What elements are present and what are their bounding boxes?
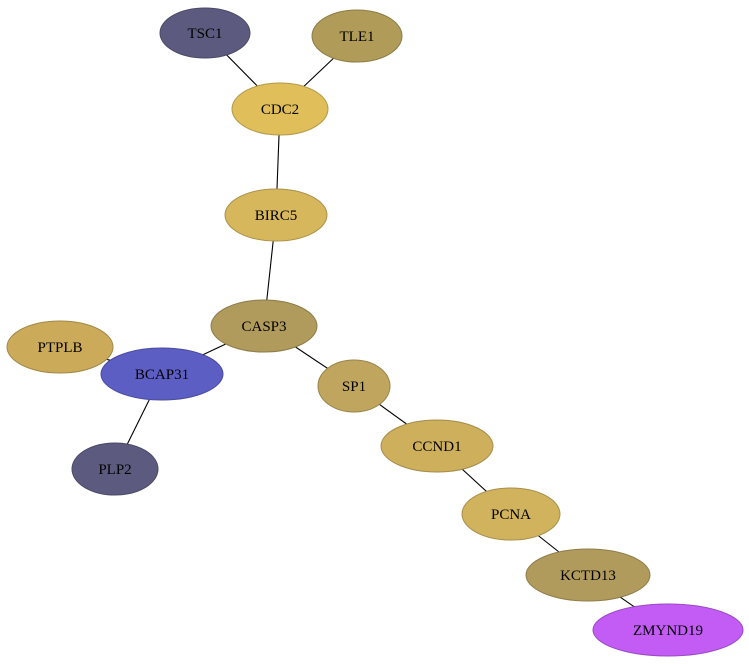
node-tle1[interactable]: TLE1 — [311, 9, 403, 63]
node-shape — [311, 9, 403, 63]
node-label: CCND1 — [412, 439, 461, 455]
node-sp1[interactable]: SP1 — [317, 359, 391, 413]
node-label: BCAP31 — [135, 367, 189, 383]
node-casp3[interactable]: CASP3 — [210, 299, 318, 353]
node-bcap31[interactable]: BCAP31 — [100, 347, 224, 401]
node-label: SP1 — [342, 379, 366, 395]
node-pcna[interactable]: PCNA — [461, 487, 561, 541]
node-label: ZMYND19 — [633, 623, 703, 639]
node-shape — [231, 82, 329, 136]
node-kctd13[interactable]: KCTD13 — [525, 548, 651, 602]
node-label: TLE1 — [340, 29, 375, 45]
node-ptplb[interactable]: PTPLB — [6, 320, 114, 374]
node-shape — [592, 603, 744, 657]
node-shape — [210, 299, 318, 353]
node-plp2[interactable]: PLP2 — [71, 442, 159, 496]
node-label: CASP3 — [241, 319, 286, 335]
node-shape — [6, 320, 114, 374]
node-label: BIRC5 — [255, 208, 298, 224]
node-shape — [159, 7, 251, 59]
node-label: PLP2 — [98, 462, 131, 478]
edges-layer — [59, 32, 669, 631]
node-label: TSC1 — [187, 26, 222, 42]
node-shape — [317, 359, 391, 413]
node-label: CDC2 — [261, 102, 299, 118]
node-shape — [100, 347, 224, 401]
node-label: KCTD13 — [560, 568, 616, 584]
node-zmynd19[interactable]: ZMYND19 — [592, 603, 744, 657]
node-shape — [525, 548, 651, 602]
node-label: PTPLB — [37, 340, 82, 356]
node-shape — [380, 419, 494, 473]
node-birc5[interactable]: BIRC5 — [224, 188, 328, 242]
node-label: PCNA — [491, 507, 531, 523]
node-ccnd1[interactable]: CCND1 — [380, 419, 494, 473]
node-tsc1[interactable]: TSC1 — [159, 7, 251, 59]
node-shape — [224, 188, 328, 242]
node-shape — [71, 442, 159, 496]
node-cdc2[interactable]: CDC2 — [231, 82, 329, 136]
node-shape — [461, 487, 561, 541]
